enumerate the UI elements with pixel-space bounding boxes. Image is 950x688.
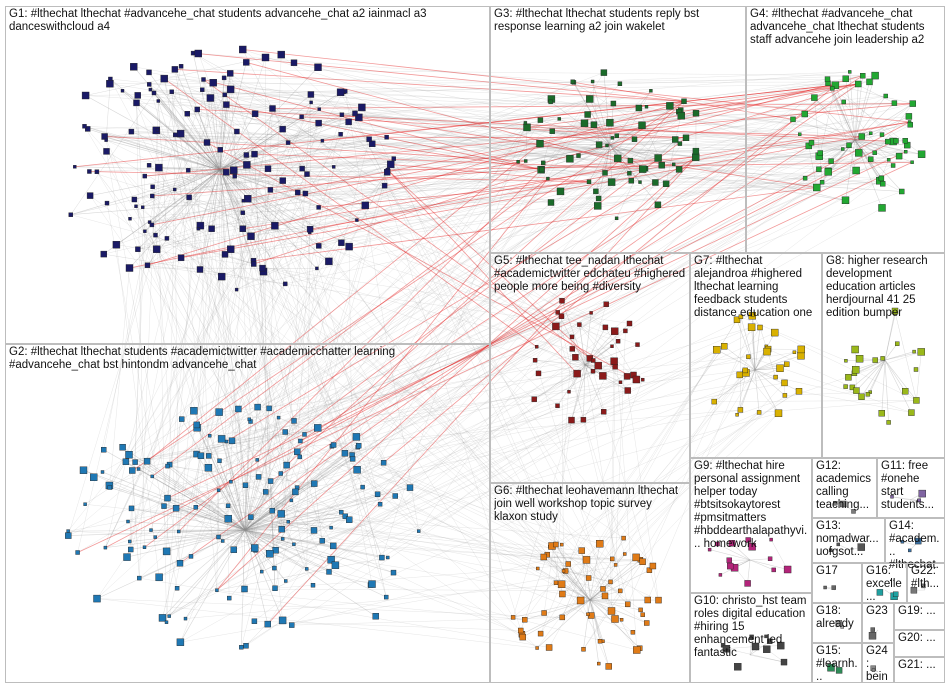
group-cell-g24: G24: bein... bbox=[862, 643, 894, 683]
group-label-g20: G20: ... bbox=[898, 632, 941, 645]
group-cell-g23: G23 bbox=[862, 603, 894, 643]
group-label-g11: G11: free #onehe start students... bbox=[881, 460, 941, 512]
group-label-g7: G7: #lthechat alejandroa #highered lthec… bbox=[694, 255, 818, 320]
group-cell-g4: G4: #lthechat #advancehe_chat advancehe_… bbox=[746, 6, 945, 253]
group-cell-g11: G11: free #onehe start students... bbox=[877, 458, 945, 518]
group-label-g3: G3: #lthechat lthechat students reply bs… bbox=[494, 8, 742, 34]
group-label-g12: G12: academics calling teaching... bbox=[816, 460, 873, 512]
group-label-g5: G5: #lthechat tee_nadan lthechat #academ… bbox=[494, 255, 686, 294]
group-label-g6: G6: #lthechat leohavemann lthechat join … bbox=[494, 485, 686, 524]
group-cell-g12: G12: academics calling teaching... bbox=[812, 458, 877, 518]
group-label-g16: G16: excelle... bbox=[866, 565, 903, 604]
group-cell-g17: G17 bbox=[812, 563, 862, 603]
group-cell-g18: G18: already bbox=[812, 603, 862, 643]
group-cell-g9: G9: #lthechat hire personal assignment h… bbox=[690, 458, 812, 593]
group-label-g19: G19: ... bbox=[898, 605, 941, 618]
group-label-g9: G9: #lthechat hire personal assignment h… bbox=[694, 460, 808, 551]
group-label-g23: G23 bbox=[866, 605, 890, 618]
group-label-g24: G24: bein... bbox=[866, 645, 890, 688]
group-cell-g8: G8: higher research development educatio… bbox=[822, 253, 945, 458]
group-label-g22: G22: #lth... bbox=[911, 565, 941, 591]
group-cell-g10: G10: christo_hst team roles digital educ… bbox=[690, 593, 812, 683]
group-label-g17: G17 bbox=[816, 565, 858, 578]
group-label-g15: G15: #learnh... bbox=[816, 645, 858, 684]
group-cell-g21: G21: ... bbox=[894, 657, 945, 683]
group-cell-g14: G14: #academ... #lthechat... bbox=[885, 518, 945, 563]
group-cell-g22: G22: #lth... bbox=[907, 563, 945, 603]
group-label-g21: G21: ... bbox=[898, 659, 941, 672]
group-label-g18: G18: already bbox=[816, 605, 858, 631]
group-cell-g13: G13: nomadwar... uofgsot... bbox=[812, 518, 885, 563]
group-label-g10: G10: christo_hst team roles digital educ… bbox=[694, 595, 808, 660]
group-cell-g15: G15: #learnh... bbox=[812, 643, 862, 683]
group-cell-g20: G20: ... bbox=[894, 630, 945, 657]
group-label-g13: G13: nomadwar... uofgsot... bbox=[816, 520, 881, 559]
group-label-g8: G8: higher research development educatio… bbox=[826, 255, 941, 320]
group-cell-g5: G5: #lthechat tee_nadan lthechat #academ… bbox=[490, 253, 690, 483]
group-cell-g3: G3: #lthechat lthechat students reply bs… bbox=[490, 6, 746, 253]
group-label-g4: G4: #lthechat #advancehe_chat advancehe_… bbox=[750, 8, 941, 47]
group-cell-g1: G1: #lthechat lthechat #advancehe_chat s… bbox=[5, 6, 490, 344]
group-cell-g2: G2: #lthechat lthechat students #academi… bbox=[5, 344, 490, 683]
group-cell-g7: G7: #lthechat alejandroa #highered lthec… bbox=[690, 253, 822, 458]
group-cell-g6: G6: #lthechat leohavemann lthechat join … bbox=[490, 483, 690, 683]
group-label-g1: G1: #lthechat lthechat #advancehe_chat s… bbox=[9, 8, 486, 34]
group-label-g2: G2: #lthechat lthechat students #academi… bbox=[9, 346, 486, 372]
group-cell-g19: G19: ... bbox=[894, 603, 945, 630]
group-cell-g16: G16: excelle... bbox=[862, 563, 907, 603]
